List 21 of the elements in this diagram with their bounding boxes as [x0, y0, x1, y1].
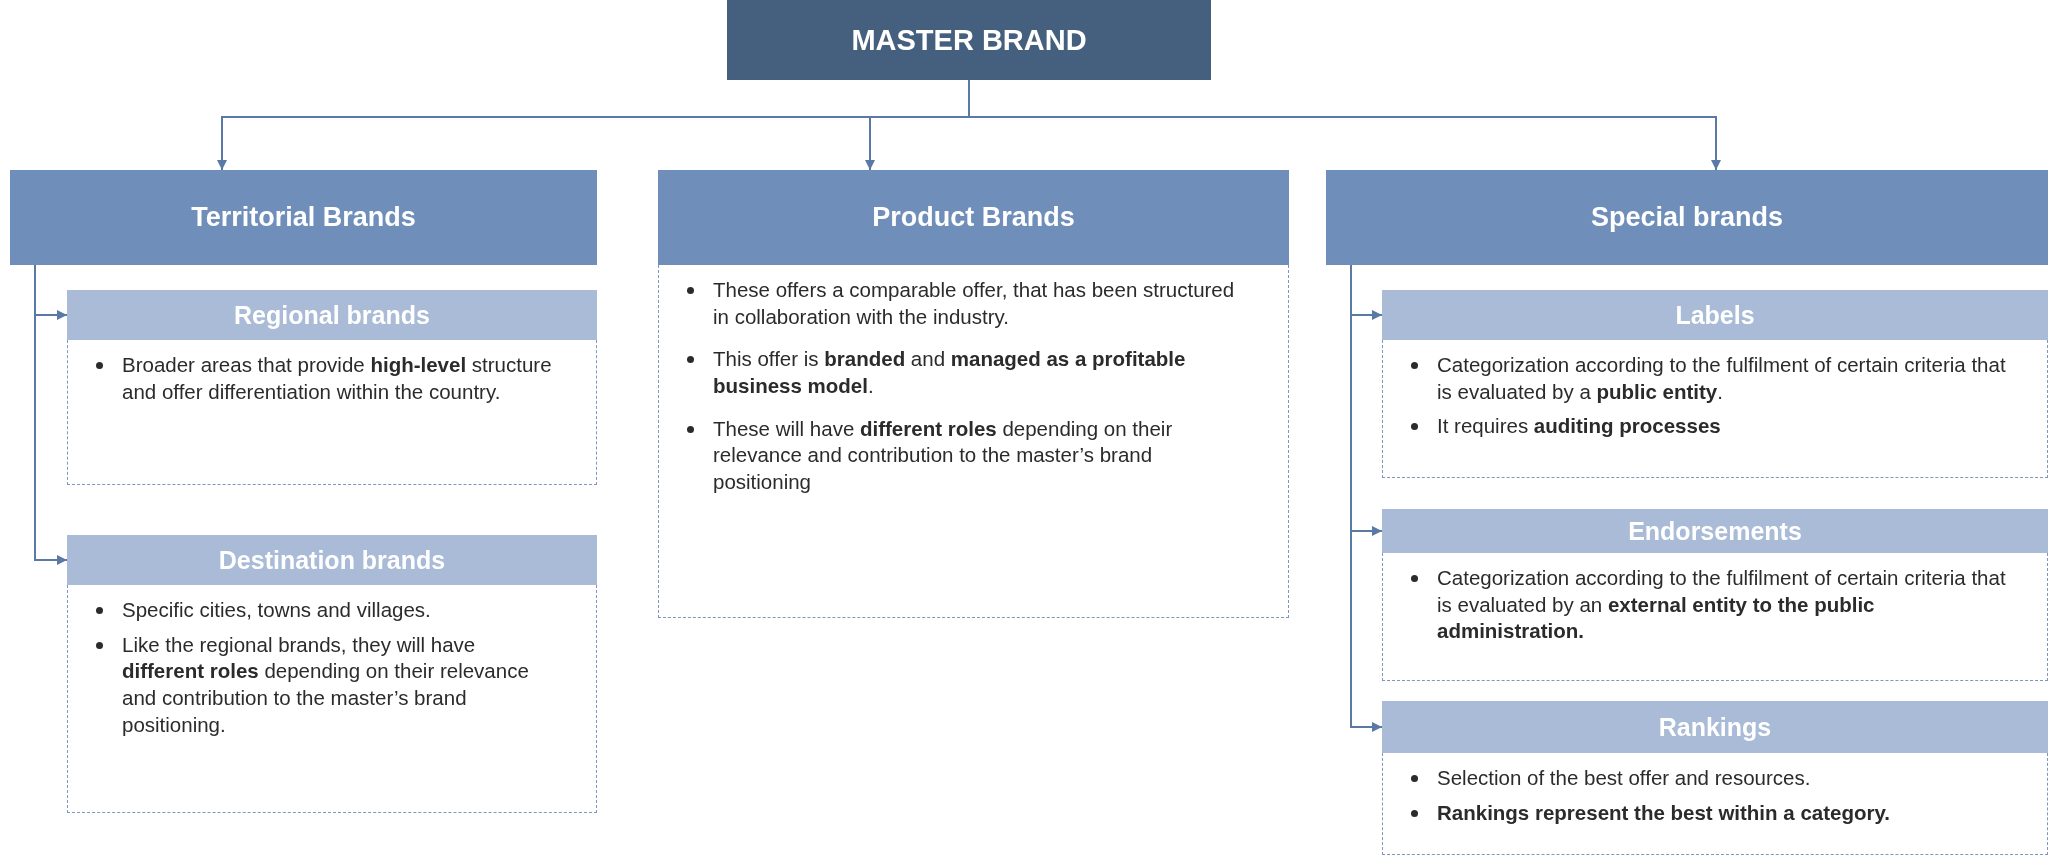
- connector-arrow: [34, 264, 68, 565]
- bullet-item: Broader areas that provide high-level structure and offer differentiation within the country.: [122, 352, 553, 405]
- subcategory-heading: Endorsements: [1382, 509, 2048, 553]
- subcategory-heading: Rankings: [1382, 701, 2048, 753]
- title-banner: MASTER BRAND: [727, 0, 1211, 80]
- category-heading: Special brands: [1326, 170, 2048, 265]
- bullet-item: Selection of the best offer and resources.: [1437, 765, 1812, 791]
- subcategory-heading: Labels: [1382, 290, 2048, 340]
- category-heading: Territorial Brands: [10, 170, 597, 265]
- bullet-item: Rankings represent the best within a category.: [1437, 799, 1891, 826]
- bullet-item: Like the regional brands, they will have different roles depending on their relevance and contribution to the master’s brand positioning.: [122, 631, 530, 738]
- bullet-item: Categorization according to the fulfilment of certain criteria that is evaluated by a public entity.: [1437, 352, 2007, 405]
- bullet-item: It requires auditing processes: [1437, 413, 1722, 440]
- bullet-item: These will have different roles depending on their relevance and contribution to the master’s brand positioning: [713, 415, 1174, 495]
- bullet-item: This offer is branded and managed as a profitable business model.: [713, 346, 1187, 399]
- bullet-item: Categorization according to the fulfilment of certain criteria that is evaluated by an external entity to the public administration.: [1437, 565, 2007, 645]
- subcategory-heading: Regional brands: [67, 290, 597, 340]
- bullet-item: Specific cities, towns and villages.: [122, 597, 432, 623]
- subcategory-heading: Destination brands: [67, 535, 597, 585]
- category-heading: Product Brands: [658, 170, 1289, 265]
- bullet-item: These offers a comparable offer, that has been structured in collaboration with the industry.: [713, 277, 1236, 330]
